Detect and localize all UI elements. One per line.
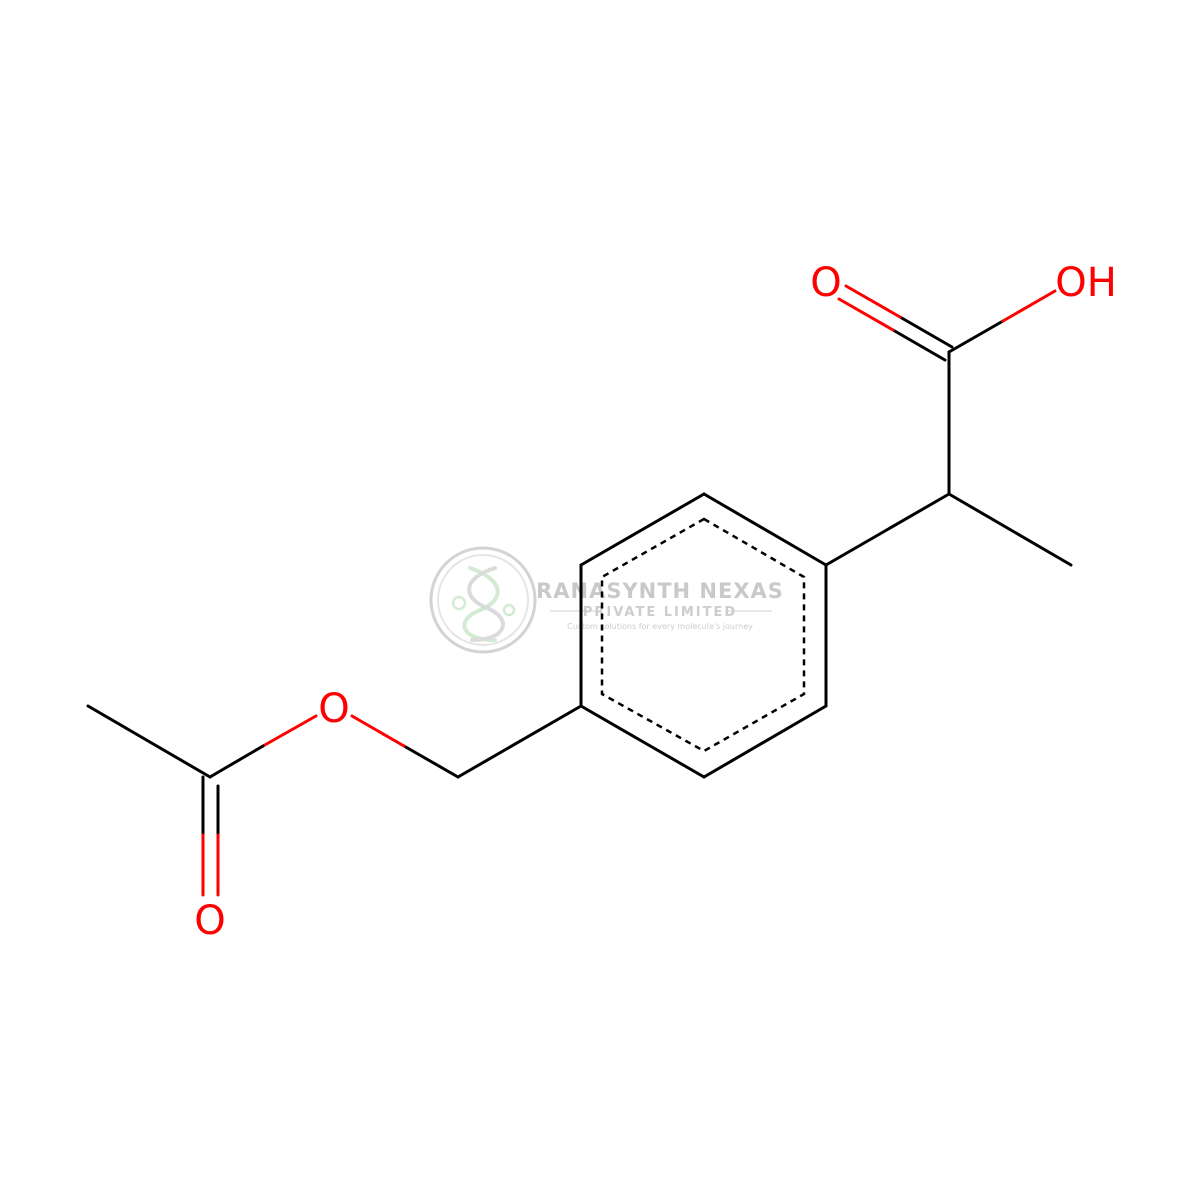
bond-c-methyl: [86, 704, 212, 779]
bond-ch2-o-a: [402, 744, 460, 779]
bond-carbonyl-1b: [844, 284, 902, 319]
watermark: RANASYNTH NEXAS PRIVATE LIMITED Custom s…: [429, 546, 784, 654]
ring-bond: [579, 492, 706, 567]
bond-alpha-methyl: [947, 492, 1073, 567]
dna-helix-icon: [451, 566, 516, 642]
watermark-ring: [429, 546, 537, 654]
bond-o-c-b: [208, 744, 265, 779]
atom-o-carbonyl-acid: O: [810, 260, 841, 306]
atom-o-ester: O: [318, 686, 349, 732]
bond-carbonyl-2a: [891, 328, 947, 362]
bond-carbonyl-2b: [837, 297, 895, 332]
bond-ring-alpha: [824, 492, 951, 567]
bond-carbonyl-1a: [898, 315, 954, 349]
atom-o-carbonyl-ester: O: [194, 898, 225, 944]
ring-bond: [579, 704, 706, 779]
atom-labels: O OH O O: [194, 260, 1117, 944]
watermark-ring-inner: [437, 554, 529, 646]
watermark-tagline: Custom solutions for every molecule's jo…: [567, 622, 753, 631]
watermark-subtitle: PRIVATE LIMITED: [583, 605, 737, 620]
atom-oh-acid: OH: [1055, 260, 1117, 306]
propanoic-acid-chain: [824, 284, 1073, 567]
bond-c-oh-a: [947, 319, 1005, 354]
aromatic-bonds: [600, 517, 806, 753]
bond-ring-ch2: [456, 704, 583, 779]
acetoxymethyl-chain: [86, 704, 583, 897]
aromatic-inner-ring: [600, 517, 806, 753]
benzene-ring: [579, 492, 828, 779]
ring-bond: [702, 492, 828, 567]
ring-bond: [702, 704, 828, 779]
bond-c-oh-b: [1001, 289, 1057, 323]
bond-ch2-o-b: [350, 714, 406, 748]
watermark-title: RANASYNTH NEXAS: [536, 579, 784, 603]
bond-o-c-a: [261, 714, 318, 748]
